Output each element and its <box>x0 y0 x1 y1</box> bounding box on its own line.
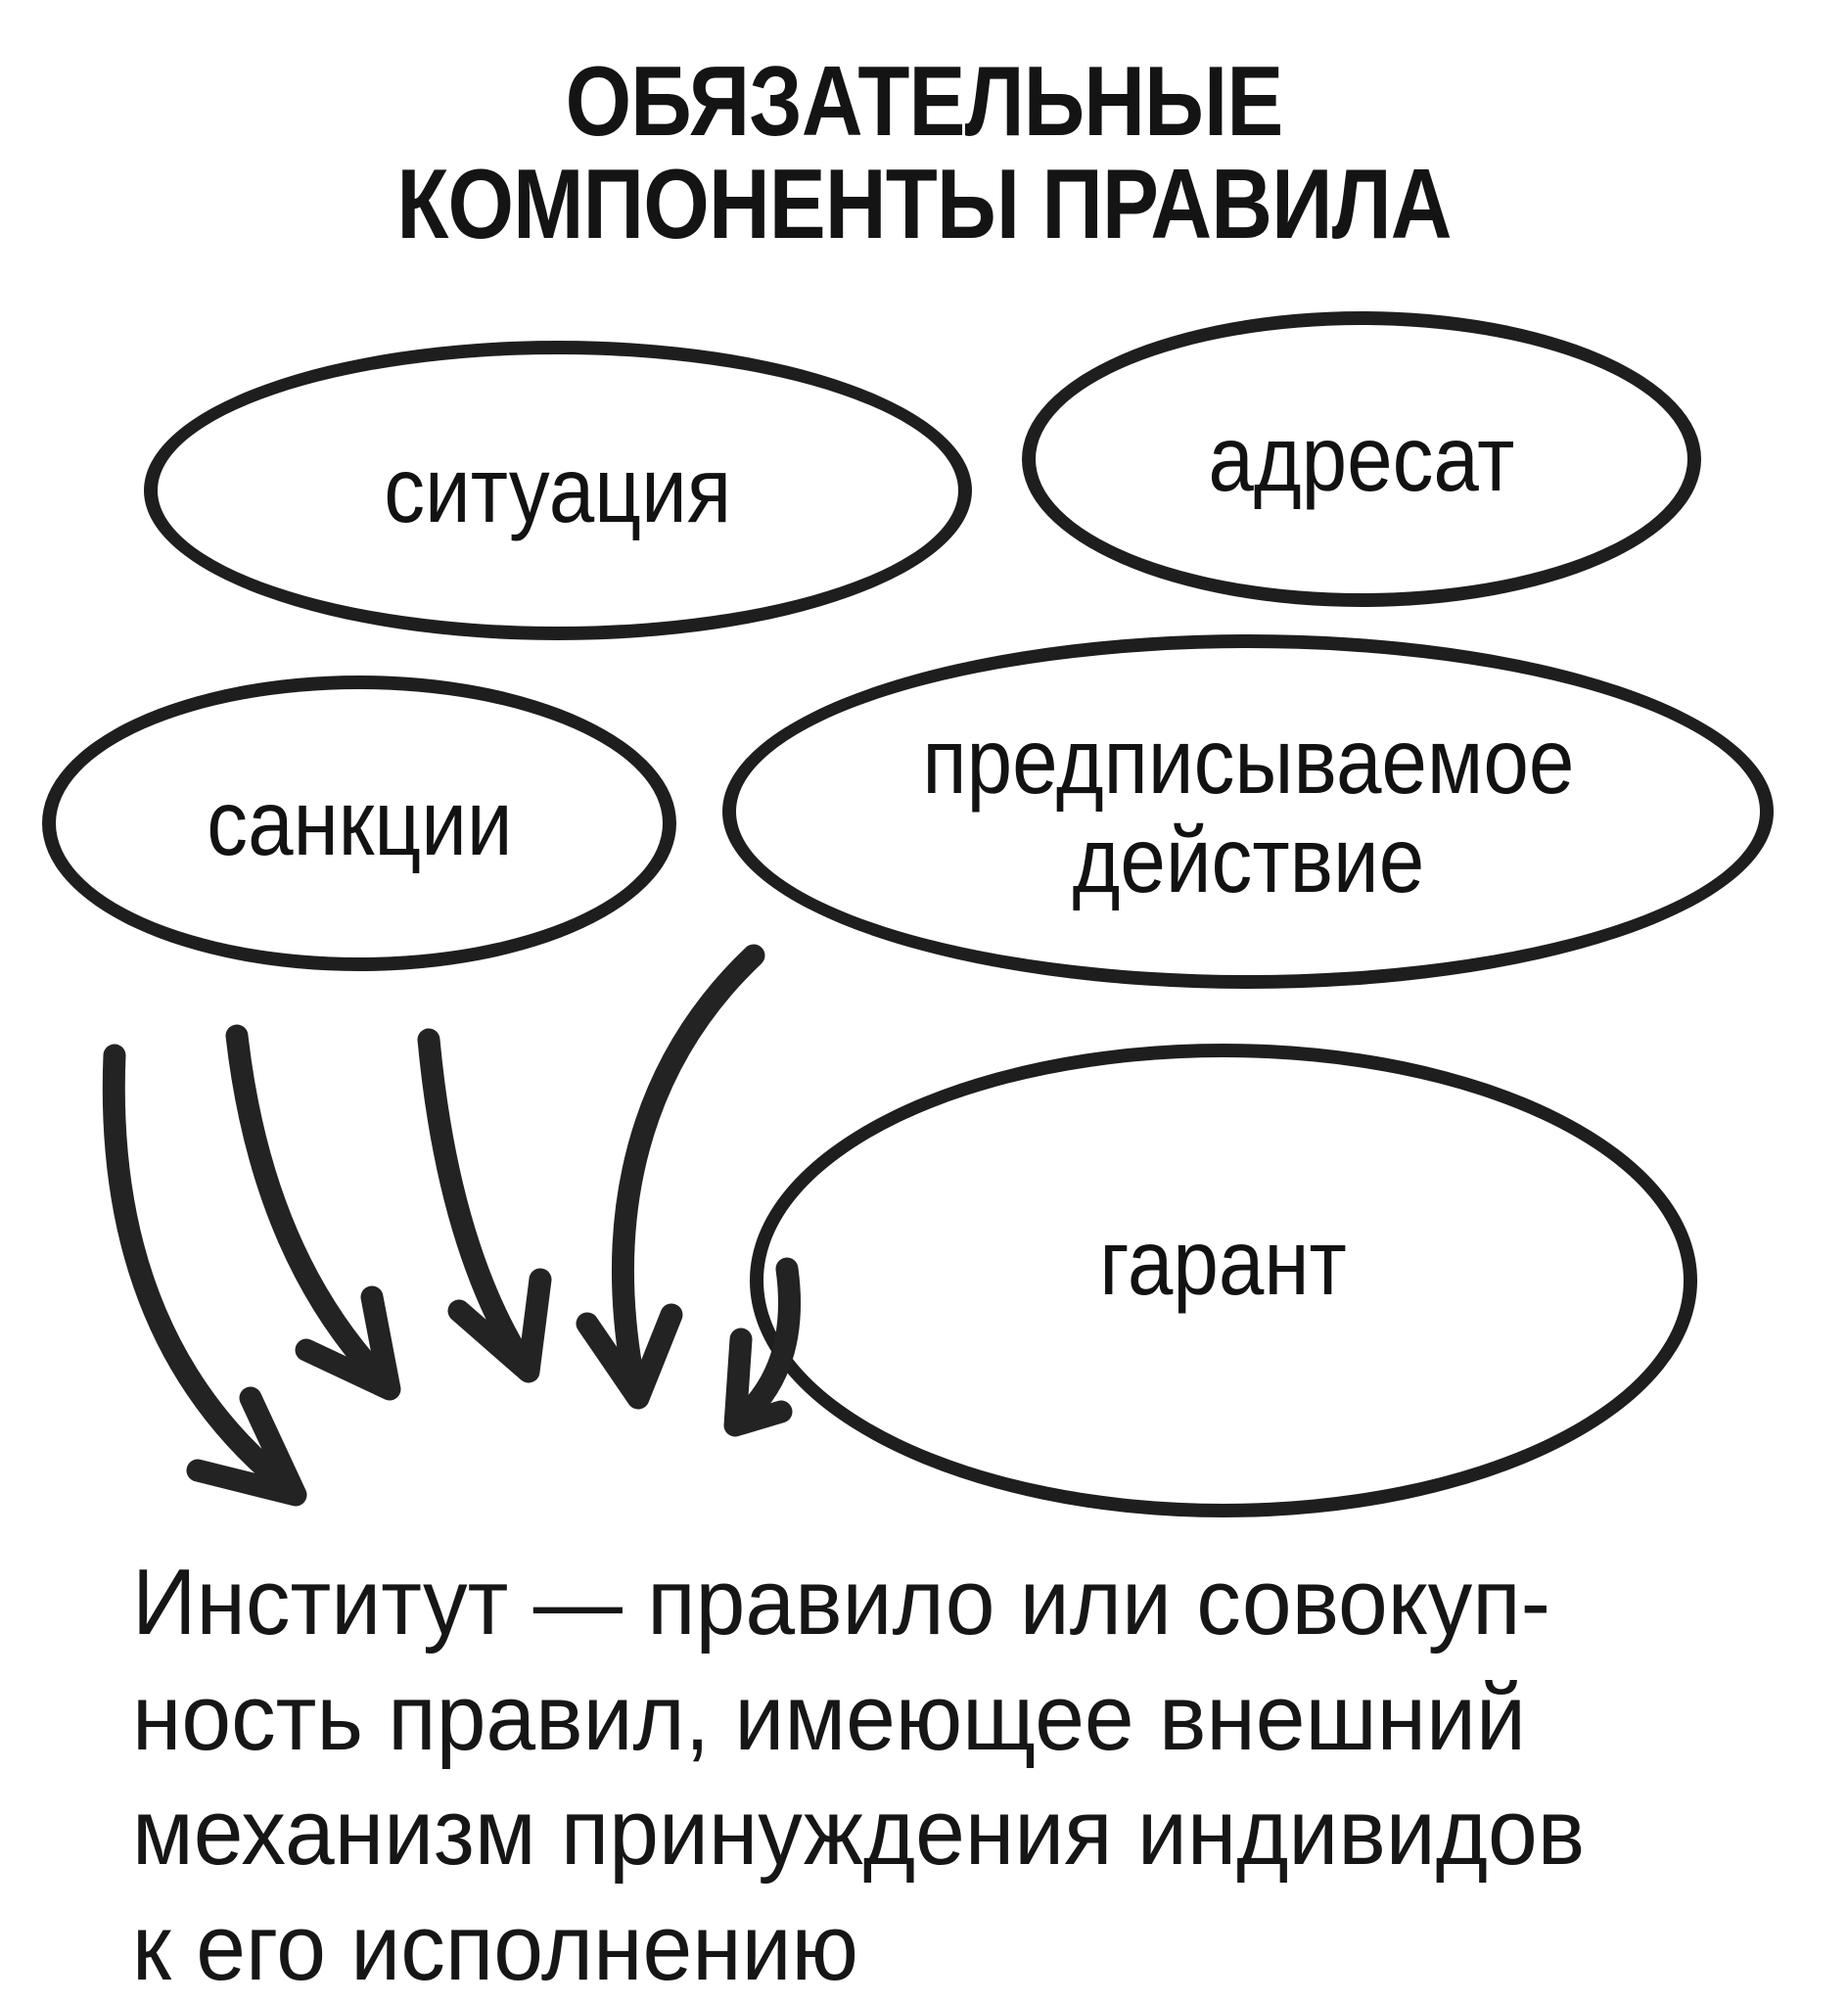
prescribed-action-label-line1: предписываемое <box>922 710 1574 815</box>
addressee-label: адресат <box>1208 406 1515 511</box>
ellipse-guarantor: гарант <box>750 1044 1697 1517</box>
diagram-title-line2: КОМПОНЕНТЫ ПРАВИЛА <box>396 150 1452 260</box>
situation-label: ситуация <box>384 438 732 542</box>
ellipse-prescribed-action: предписываемое действие <box>722 634 1774 989</box>
down-arrow-head-icon <box>447 1268 552 1383</box>
down-arrow-head-icon <box>576 1303 683 1410</box>
down-arrow-head-icon <box>186 1386 307 1507</box>
prescribed-action-label: предписываемое действие <box>922 713 1574 909</box>
definition-line: ность правил, имеющее внешний <box>132 1664 1526 1770</box>
down-arrow-icon <box>102 1044 303 1502</box>
down-arrow-icon <box>612 944 765 1406</box>
down-arrow-head-icon <box>723 1328 793 1437</box>
definition-line: механизм принуждения индивидов <box>132 1780 1586 1886</box>
sanctions-label: санкции <box>206 770 513 875</box>
down-arrow-icon <box>417 1028 537 1379</box>
prescribed-action-label-line2: действие <box>1072 809 1424 912</box>
down-arrow-head-icon <box>295 1285 401 1401</box>
diagram-title: ОБЯЗАТЕЛЬНЫЕ КОМПОНЕНТЫ ПРАВИЛА <box>129 47 1719 260</box>
definition-line: к его исполнению <box>132 1894 858 2000</box>
definition-line: Институт — правило или совокуп- <box>132 1550 1551 1654</box>
definition-text: Институт — правило или совокуп- ность пр… <box>132 1545 1716 2004</box>
down-arrow-icon <box>726 1257 801 1433</box>
down-arrow-icon <box>225 1024 398 1397</box>
diagram-title-line1: ОБЯЗАТЕЛЬНЫЕ <box>565 47 1284 157</box>
guarantor-label: гарант <box>1099 1210 1348 1315</box>
